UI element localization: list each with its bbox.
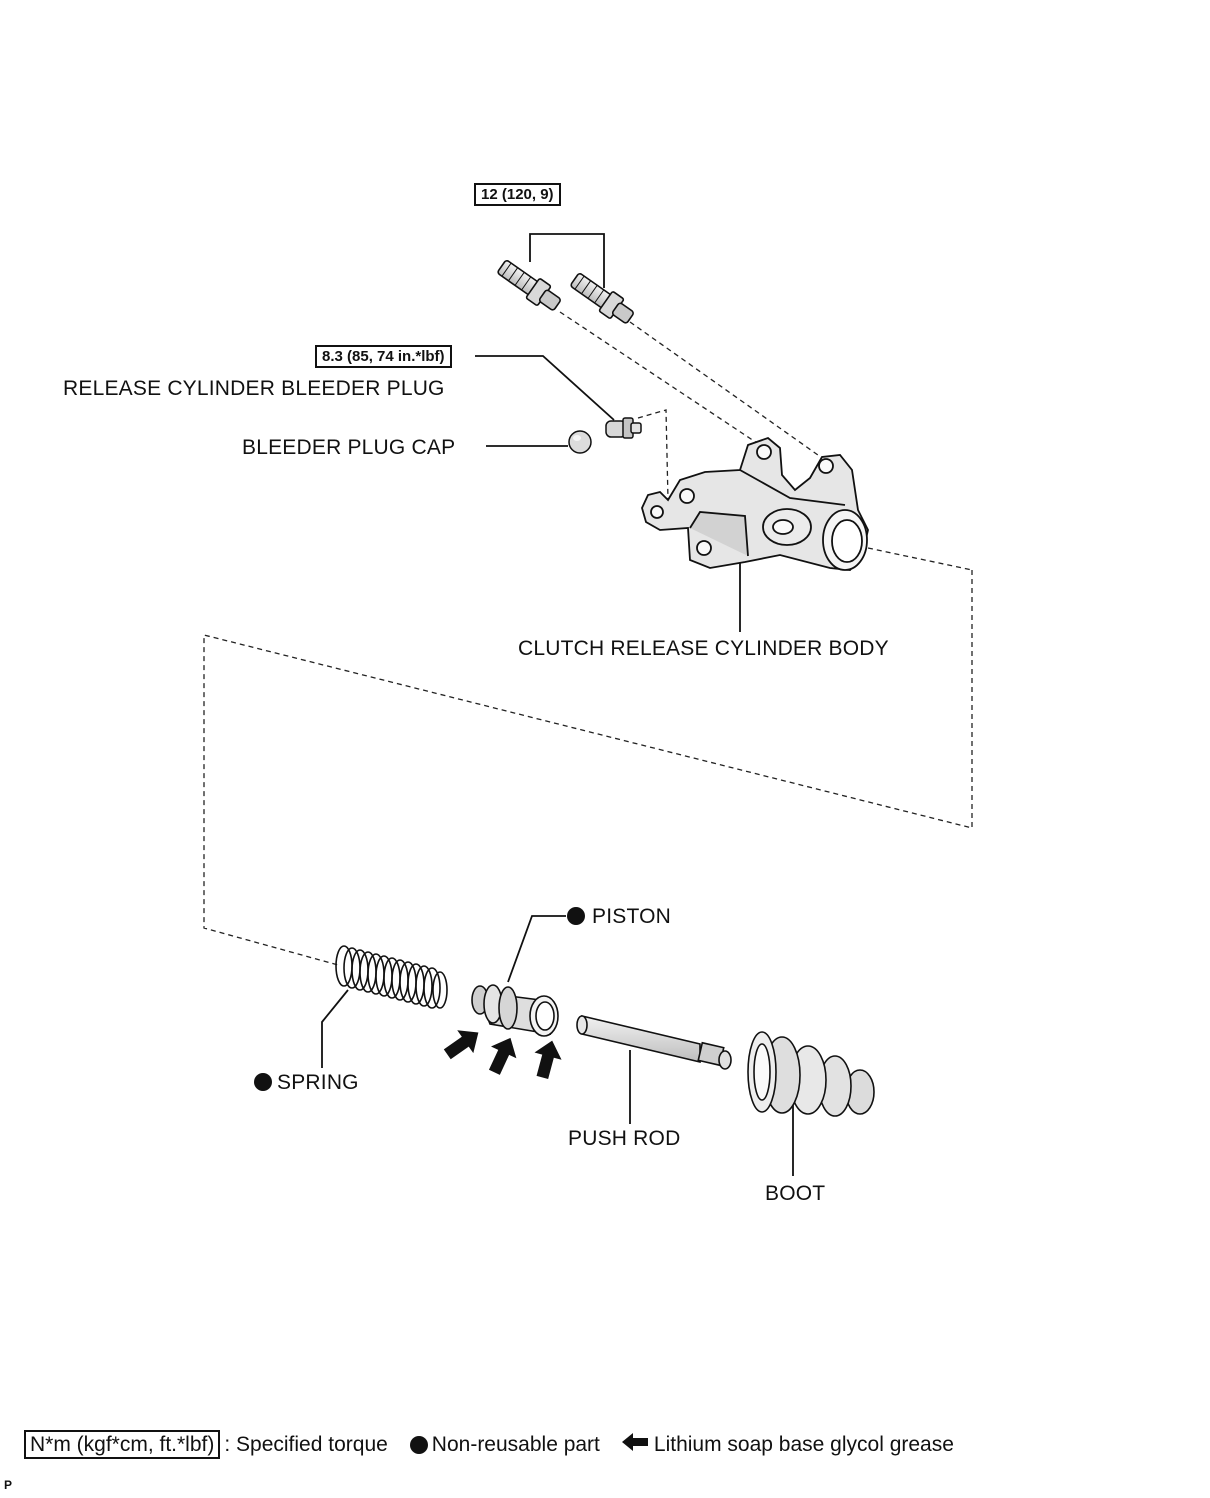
legend-non-reusable: Non-reusable part <box>431 1432 600 1456</box>
push-rod <box>576 1014 732 1070</box>
leader-lines <box>321 233 794 1176</box>
stud-bolt-right <box>570 273 634 324</box>
label-boot: BOOT <box>765 1182 826 1205</box>
grease-arrow-icon <box>621 1432 648 1457</box>
boot <box>747 1031 875 1117</box>
piston <box>471 984 559 1037</box>
cylinder-body <box>641 436 869 571</box>
label-push-rod: PUSH ROD <box>568 1127 681 1150</box>
legend-grease: Lithium soap base glycol grease <box>653 1432 954 1456</box>
stud-bolt-left <box>497 260 561 311</box>
grease-arrows <box>443 1030 562 1079</box>
label-bleeder-cap: BLEEDER PLUG CAP <box>242 436 456 459</box>
label-piston: PISTON <box>592 905 671 928</box>
legend-torque-units: N*m (kgf*cm, ft.*lbf) <box>24 1430 221 1459</box>
label-spring: SPRING <box>277 1071 359 1094</box>
torque-spec-studs: 12 (120, 9) <box>474 183 561 206</box>
corner-mark: P <box>4 1478 13 1492</box>
legend-torque-desc: : Specified torque <box>224 1432 388 1456</box>
assembly-lines <box>203 311 973 966</box>
label-bleeder-plug: RELEASE CYLINDER BLEEDER PLUG <box>63 377 445 400</box>
legend: N*m (kgf*cm, ft.*lbf) : Specified torque… <box>24 1430 976 1459</box>
non-reusable-markers <box>254 907 585 1091</box>
torque-spec-bleeder-plug: 8.3 (85, 74 in.*lbf) <box>315 345 452 368</box>
bleeder-cap <box>568 430 592 454</box>
non-reusable-dot-icon <box>409 1435 428 1454</box>
spring <box>335 945 448 1009</box>
bleeder-plug <box>605 417 642 439</box>
label-cylinder-body: CLUTCH RELEASE CYLINDER BODY <box>518 637 889 660</box>
